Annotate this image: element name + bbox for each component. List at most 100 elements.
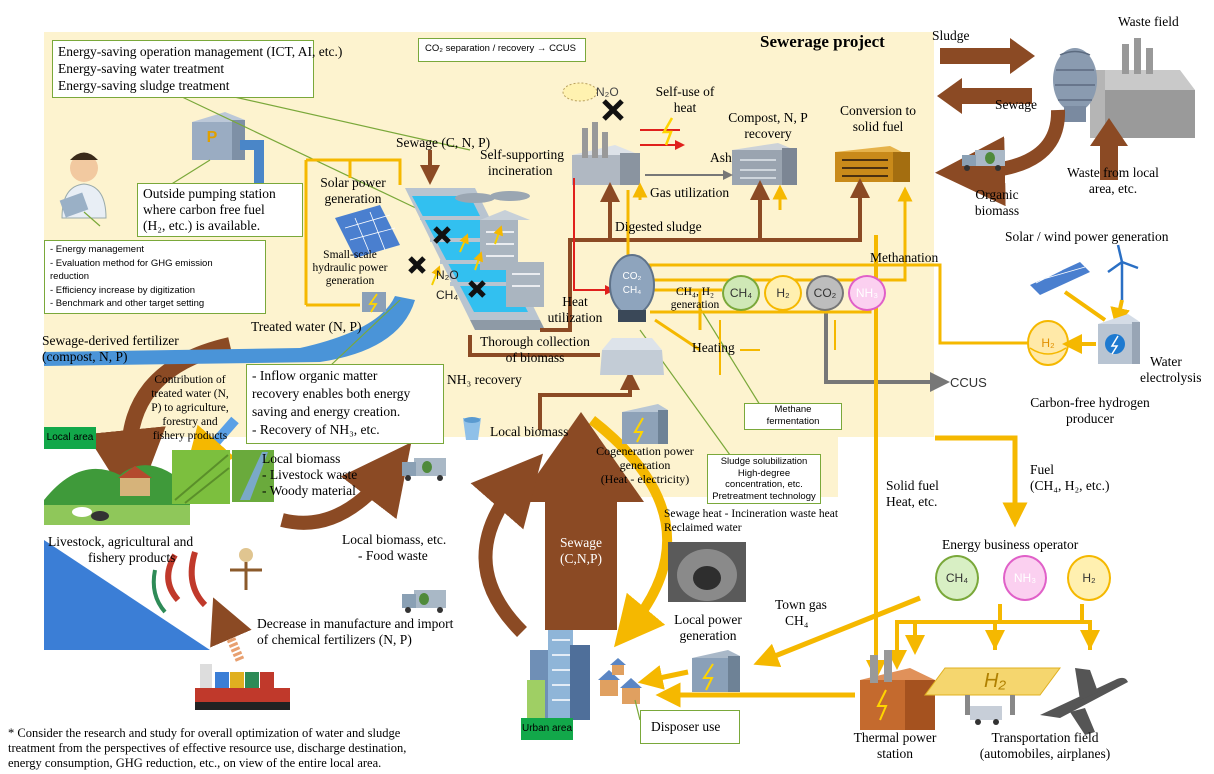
contribution-label-2: treated water (N, [151, 388, 229, 400]
callout-line-pump [169, 159, 211, 186]
urban-buildings [527, 628, 642, 720]
livestock-label-1: Livestock, agricultural and [48, 534, 194, 549]
local-biomass-list-2: - Livestock waste [262, 467, 358, 482]
organic-biomass-label-1: Organic [975, 187, 1019, 202]
self-use-heat-arrow [640, 129, 680, 145]
energy-saving-box: Energy-saving operation management (ICT,… [52, 40, 342, 98]
waste-local-label-2: area, etc. [1088, 181, 1138, 196]
urban-area-badge: Urban area [521, 718, 573, 740]
water-electrolysis-label-1: Water [1150, 354, 1182, 369]
water-treatment-facility [405, 188, 545, 330]
wind-turbine-icon [1107, 244, 1139, 300]
sewer-tunnel-photo [668, 542, 746, 602]
ch4-mid-label: CH₄ [436, 288, 459, 302]
pretreatment-tank [600, 338, 664, 375]
callout-line-mgmt [179, 95, 471, 211]
digester-gas-lines [626, 190, 907, 352]
heat-utilization-lines [573, 178, 615, 295]
local-power-label-2: generation [679, 628, 737, 643]
callout-line-disposer [634, 699, 641, 721]
footnote-line-3: energy consumption, GHG reduction, etc.,… [8, 756, 382, 770]
solar-wind-label: Solar / wind power generation [1005, 229, 1169, 244]
truck-icon [962, 150, 1005, 171]
sewage-return-label: Sewage [995, 97, 1037, 112]
heat-util-label-2: utilization [547, 310, 603, 325]
sludge-flow-lines [468, 185, 862, 357]
cogeneration-label-1: Cogeneration power [596, 444, 694, 458]
sludge-arrow [940, 38, 1035, 74]
disposer-use-box: Disposer use [640, 710, 740, 744]
renewable-to-electrolysis-arrow [1063, 290, 1122, 320]
tank-operator-h2: H₂ [1067, 555, 1111, 601]
local-power-arrow [637, 665, 689, 690]
sewage-arrow-label-1: Sewage [560, 535, 602, 550]
contribution-label-3: P) to agriculture, [151, 402, 229, 414]
organic-biomass-arrow [935, 109, 1066, 207]
small-hydro-label-2: hydraulic power [312, 262, 388, 274]
heating-label: Heating [692, 340, 735, 355]
sewage-heat-label-2: Reclaimed water [664, 522, 742, 534]
n2o-mid-label: N₂O [436, 268, 459, 282]
transport-label-1: Transportation field [991, 730, 1099, 745]
solid-fuel-label-2: Heat, etc. [886, 494, 938, 509]
sewage-fertilizer-label-1: Sewage-derived fertilizer [42, 333, 179, 348]
pumping-station-box: Outside pumping station where carbon fre… [137, 183, 303, 237]
pump-letter: P [206, 129, 218, 146]
sewage-loop-arrow [470, 453, 544, 637]
decrease-label-1: Decrease in manufacture and import [257, 616, 454, 631]
airplane-icon [1040, 668, 1128, 735]
solar-panel-icon [1030, 262, 1090, 295]
tank-operator-nh3: NH₃ [1003, 555, 1047, 601]
seaweed-icon [151, 551, 208, 614]
thermal-power-label-2: station [877, 746, 913, 761]
methanation-label: Methanation [870, 250, 939, 265]
methane-fermentation-box: Methane fermentation [744, 403, 842, 430]
town-gas-label-1: Town gas [775, 597, 827, 612]
waste-field-facility [1053, 38, 1195, 138]
thorough-label-1: Thorough collection [480, 334, 590, 349]
ch4-h2-gen-label-1: CH₄, H₂ [675, 286, 715, 298]
ch4-h2-gen-label-2: generation [670, 299, 720, 311]
footnote-line-1: * Consider the research and study for ov… [8, 726, 401, 740]
sewage-upward-arrow [518, 412, 644, 630]
solid-fuel-plant [835, 146, 910, 182]
water-electrolysis-label-2: electrolysis [1140, 370, 1202, 385]
sludge-label: Sludge [932, 28, 970, 43]
gas-utilization-label: Gas utilization [650, 185, 730, 200]
sewage-fertilizer-label-2: (compost, N, P) [42, 349, 128, 364]
waste-field-label: Waste field [1118, 14, 1179, 29]
fuel-label-2: (CH₄, H₂, etc.) [1030, 478, 1110, 493]
solar-panels-small [335, 205, 400, 258]
sludge-solubilization-box: Sludge solubilization High-degree concen… [707, 454, 821, 504]
hydrogen-producer-label-2: producer [1066, 411, 1114, 426]
treated-water-label: Treated water (N, P) [251, 319, 362, 334]
yellow-energy-lines [304, 158, 402, 307]
cargo-ship-icon [195, 664, 290, 710]
sewage-return-arrow [937, 78, 1032, 114]
x-marks [408, 99, 624, 298]
operator-distribution-lines [895, 604, 1092, 665]
tank-operator-ch4: CH₄ [935, 555, 979, 601]
sea-icon [44, 540, 210, 650]
hydrogen-producer-label-1: Carbon-free hydrogen [1030, 395, 1150, 410]
fuel-arrow [935, 435, 1028, 528]
cogeneration-unit [622, 404, 668, 444]
livestock-label-2: fishery products [88, 550, 176, 565]
local-biomass-list-3: - Woody material [262, 483, 356, 498]
nh3-recovery-label: NH₃ recovery [447, 372, 522, 387]
compost-recovery-label-2: recovery [744, 126, 792, 141]
waste-local-label-1: Waste from local [1067, 165, 1159, 180]
tank-process-ch4: CH₄ [722, 275, 760, 311]
truck-icon-lower [402, 590, 446, 613]
local-biomass-label: Local biomass [490, 424, 569, 439]
town-gas-arrow [753, 595, 921, 667]
contribution-label-4: forestry and [162, 416, 218, 428]
gas-arrows [431, 225, 504, 286]
compost-recovery-label-1: Compost, N, P [728, 110, 808, 125]
cogeneration-label-3: (Heat - electricity) [600, 472, 690, 486]
energy-management-box: - Energy management - Evaluation method … [44, 240, 266, 314]
local-biomass-list-1: Local biomass [262, 451, 341, 466]
project-title: Sewerage project [760, 32, 885, 51]
waste-local-arrow [1090, 118, 1128, 180]
import-dotted-arrow [210, 597, 252, 662]
